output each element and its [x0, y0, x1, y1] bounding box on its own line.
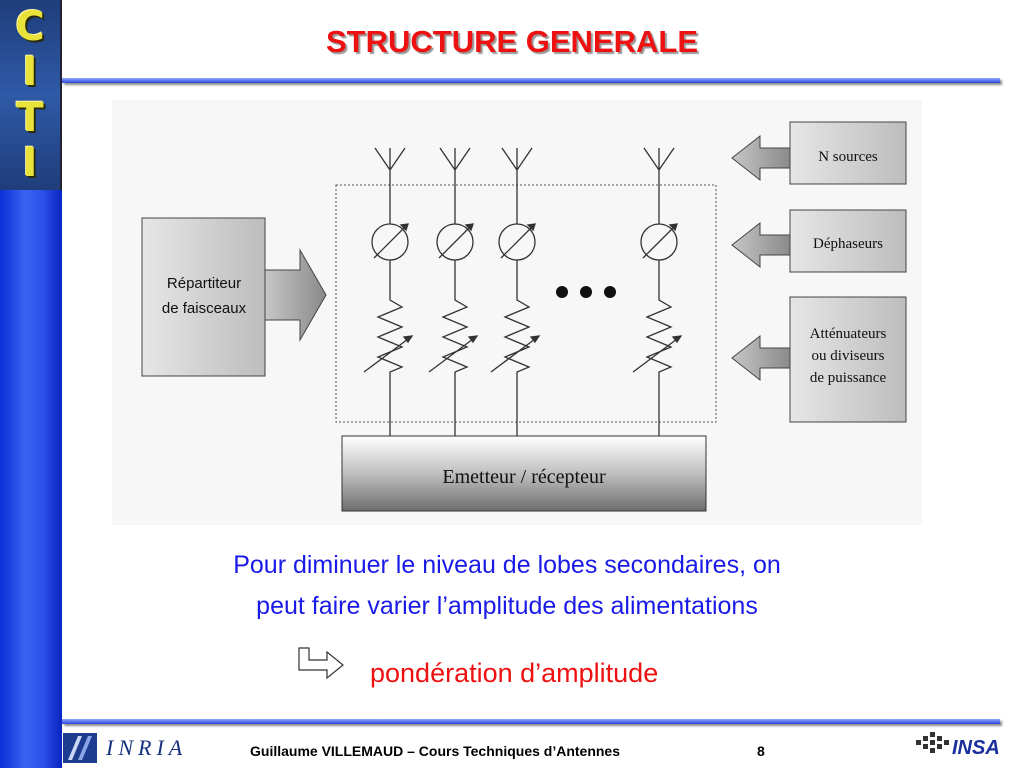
logo-letter-t: T	[16, 94, 44, 141]
attenuator-label-1: Atténuateurs	[810, 326, 887, 342]
beam-former-label-1: Répartiteur	[167, 275, 241, 292]
slide-title: STRUCTURE GENERALE	[325, 24, 698, 59]
insa-logo: INSA	[916, 732, 1000, 759]
body-line-1: Pour diminuer le niveau de lobes seconda…	[233, 551, 781, 579]
hook-arrow-icon	[298, 647, 344, 680]
column-1	[363, 147, 414, 436]
insa-wordmark: INSA	[952, 737, 1000, 759]
logo-letter-c: C	[15, 3, 45, 50]
inria-logo: INRIA	[62, 730, 187, 766]
transceiver-box: Emetteur / récepteur	[341, 435, 707, 512]
column-2	[428, 147, 479, 436]
column-4	[632, 147, 683, 436]
top-rule	[62, 78, 1000, 83]
column-3	[490, 147, 541, 436]
beam-former-label-2: de faisceaux	[162, 300, 247, 317]
beam-former-box: Répartiteur de faisceaux	[141, 217, 327, 377]
page-number: 8	[757, 743, 765, 759]
sources-label-box: N sources	[731, 121, 907, 185]
logo-letter-i-2: I	[22, 140, 38, 187]
citi-logo: C I T I	[0, 0, 62, 190]
phase-shifter-label-box: Déphaseurs	[731, 209, 907, 273]
sources-label: N sources	[818, 149, 878, 165]
attenuator-label-3: de puissance	[810, 370, 887, 386]
bottom-rule	[62, 719, 1000, 724]
inria-emblem-icon	[63, 733, 97, 763]
body-line-2: peut faire varier l’amplitude des alimen…	[256, 592, 758, 620]
attenuator-label-2: ou diviseurs	[812, 348, 885, 364]
logo-letter-i: I	[22, 49, 38, 96]
inria-wordmark: INRIA	[106, 735, 188, 760]
ellipsis-dots	[556, 286, 616, 298]
footer-author: Guillaume VILLEMAUD – Cours Techniques d…	[250, 743, 621, 759]
phase-shifter-label: Déphaseurs	[813, 236, 883, 252]
antenna-array-diagram: Répartiteur de faisceaux Emetteur	[112, 100, 922, 525]
attenuator-label-box: Atténuateurs ou diviseurs de puissance	[731, 296, 907, 423]
array-enclosure	[335, 184, 717, 423]
transceiver-label: Emetteur / récepteur	[442, 466, 606, 488]
highlight-text: pondération d’amplitude	[370, 658, 659, 688]
